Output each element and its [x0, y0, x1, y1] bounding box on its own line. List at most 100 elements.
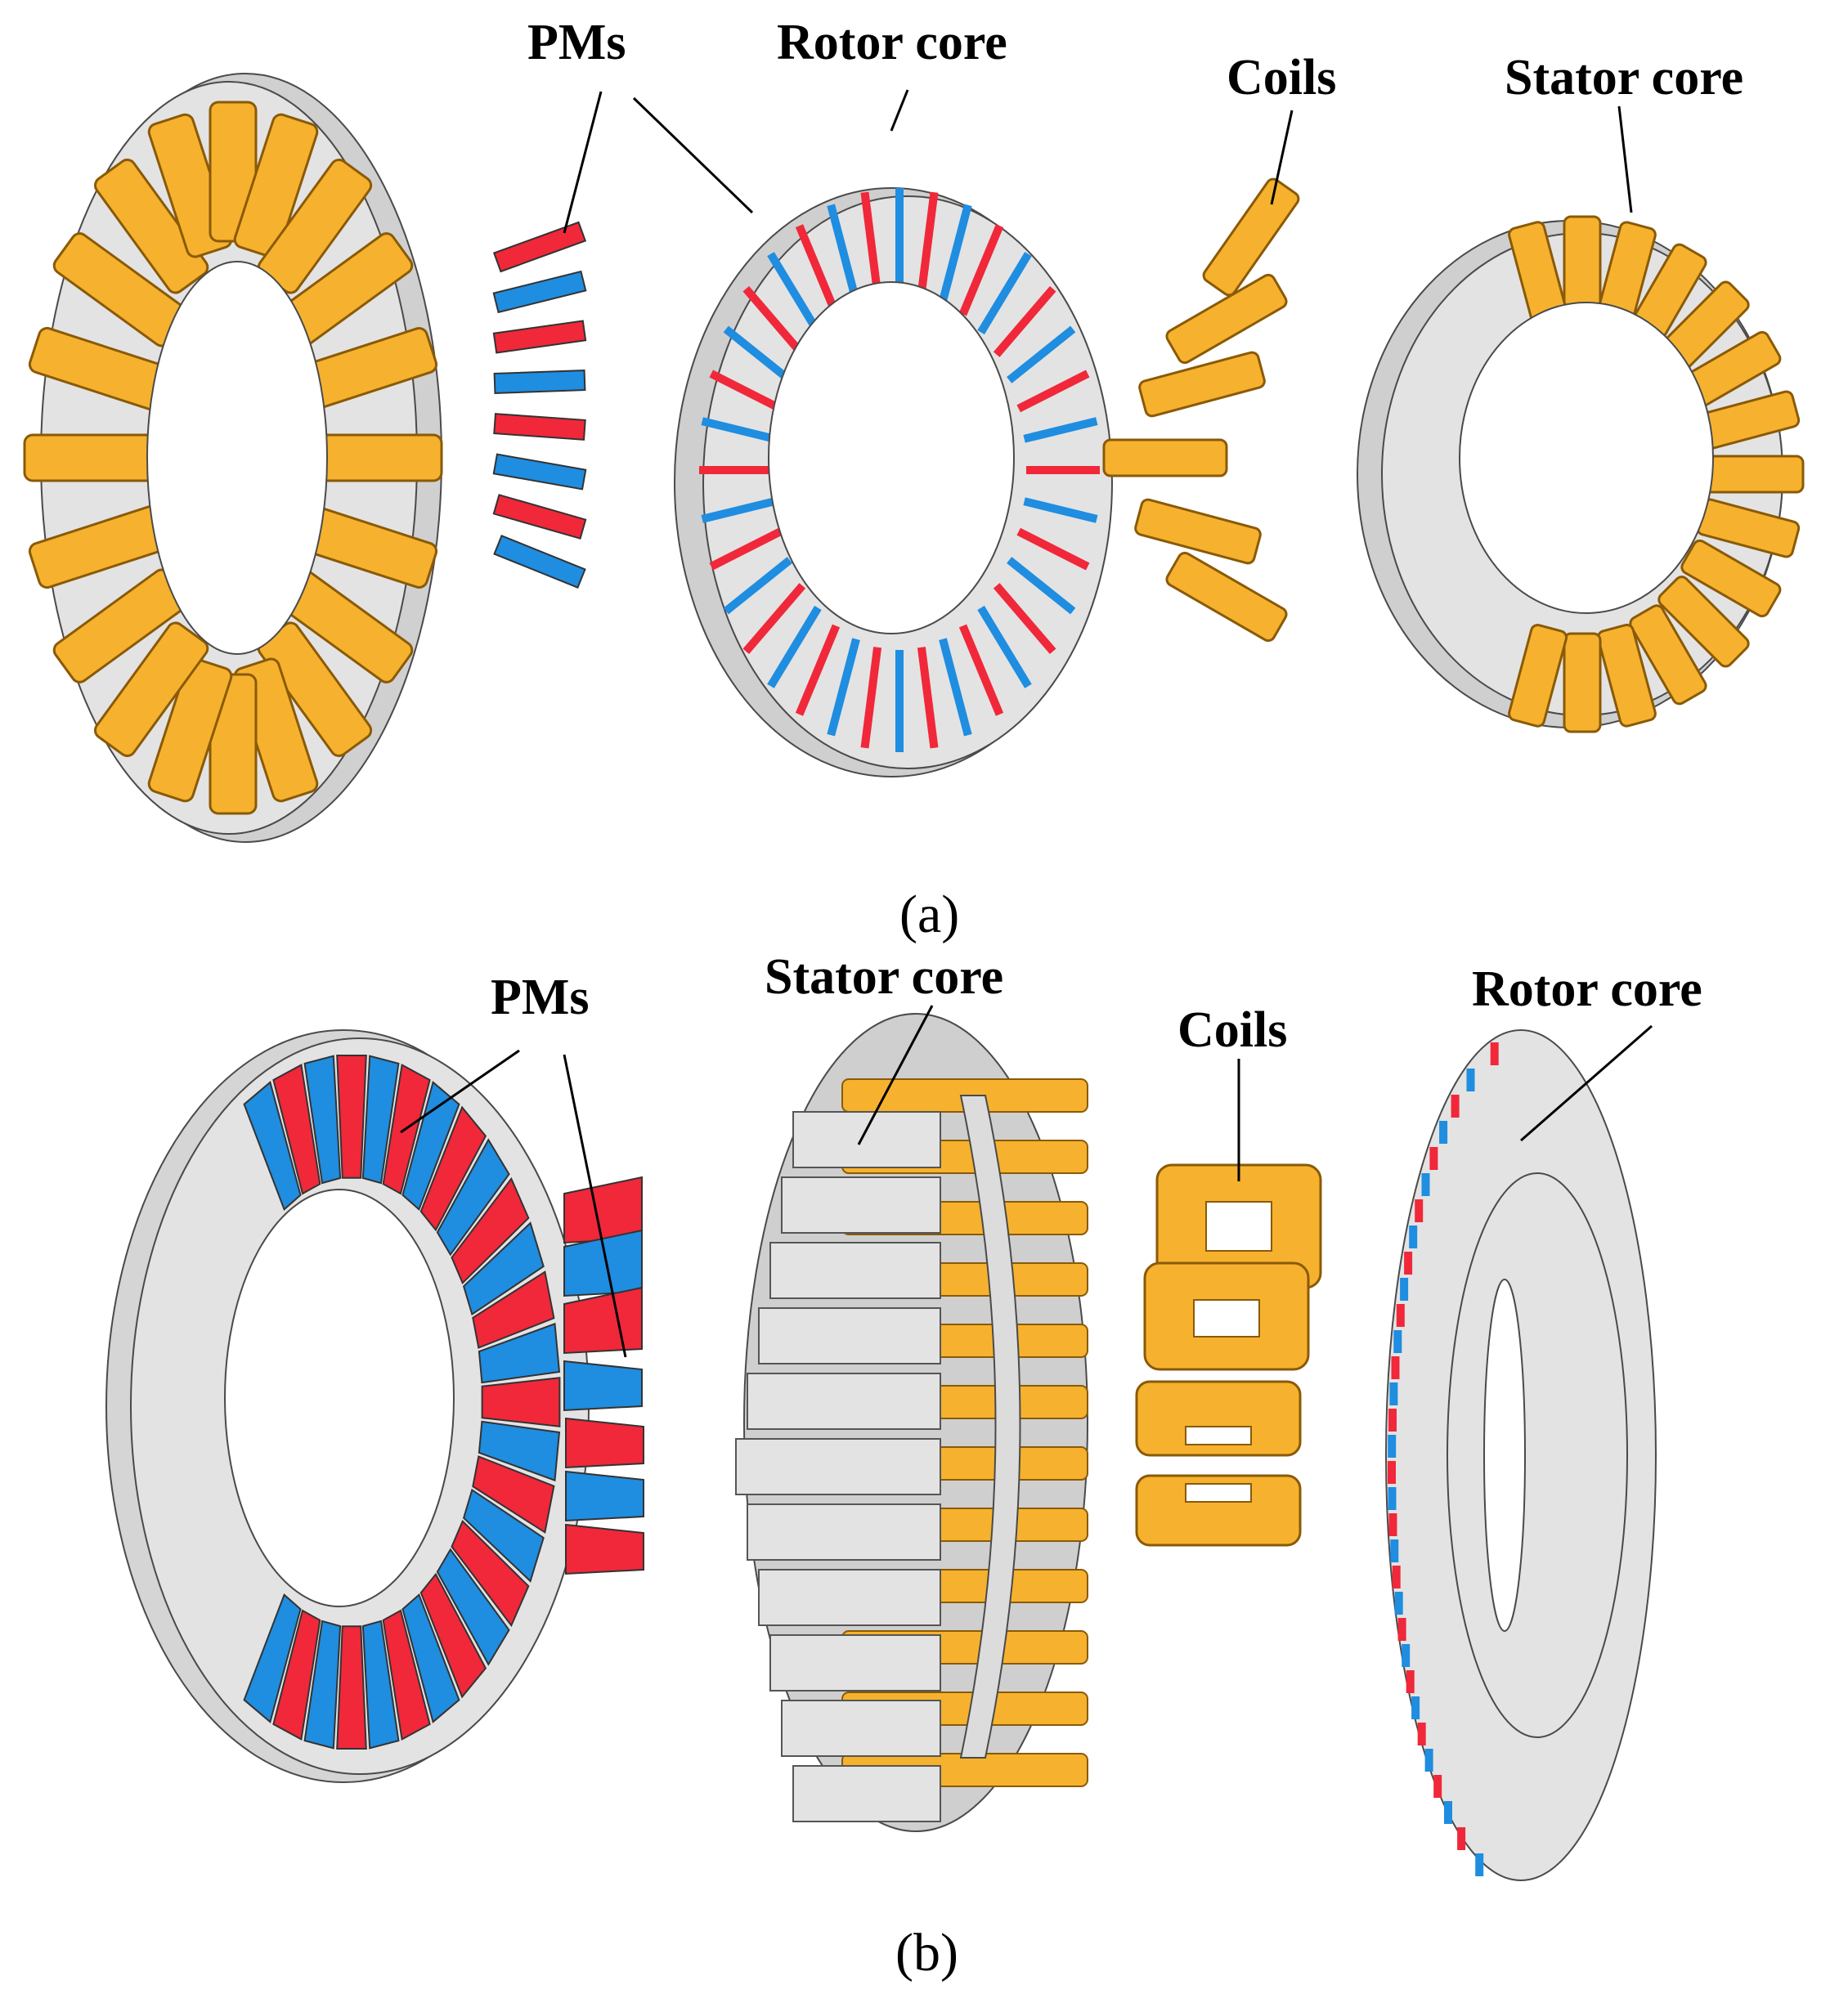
label-pms-b: PMs — [491, 970, 590, 1025]
rotor-edge-blue — [1400, 1278, 1409, 1301]
rotor-stripe-red — [1016, 527, 1090, 571]
disk-pm-blue — [436, 1548, 510, 1666]
rotor-stripe-red — [795, 224, 841, 316]
rotor-edge-blue — [1388, 1435, 1397, 1458]
stator-teeth — [735, 1111, 941, 1822]
disk-pm-blue — [361, 1620, 400, 1750]
label-coils-a: Coils — [1227, 50, 1336, 105]
rotor-disk-b — [105, 1029, 590, 1783]
rotor-edge-red — [1433, 1775, 1442, 1798]
disk-pm-blue — [243, 1593, 302, 1723]
pm-red — [492, 221, 587, 273]
rotor-edge-blue — [1439, 1121, 1448, 1144]
disk-pm-blue — [243, 1081, 302, 1212]
rotor-edge-red — [1388, 1461, 1396, 1484]
rotor-stripe-blue — [723, 557, 792, 615]
leader-rotor-core-a — [890, 89, 909, 132]
rotor-stripe-red — [860, 647, 882, 749]
rotor-stripe-red — [709, 527, 783, 571]
disk-pm-red — [451, 1519, 530, 1628]
stator-core-b — [735, 1013, 1088, 1832]
rotor-pm-stripes — [699, 188, 1100, 752]
rotor-edge-red — [1391, 1356, 1400, 1379]
panel-a: PMs Rotor core Coils Stator core (a) — [23, 15, 1805, 944]
pm-seg-blue — [563, 1360, 643, 1412]
disk-pm-red — [336, 1055, 367, 1179]
rotor-edge-blue — [1409, 1226, 1418, 1248]
rotor-edge-red — [1397, 1618, 1406, 1641]
disk-pm-blue — [303, 1620, 342, 1750]
rotor-stripe-blue — [977, 252, 1032, 335]
rotor-edge-blue — [1388, 1487, 1397, 1510]
rotor-stripe-blue — [1007, 557, 1076, 615]
coil-b-1-window — [1205, 1201, 1272, 1252]
pm-seg-blue — [565, 1470, 644, 1522]
rotor-edge-red — [1388, 1513, 1397, 1536]
disk-pm-red — [451, 1176, 530, 1285]
stator-coil-a — [1563, 632, 1602, 733]
coil-a — [1138, 351, 1266, 418]
leader-pms-b-1 — [400, 1049, 520, 1134]
disk-pm-blue — [478, 1420, 561, 1482]
rotor-edge-red — [1457, 1827, 1466, 1850]
disk-pm-blue — [478, 1322, 561, 1384]
coil-u — [94, 621, 209, 757]
rotor-edge-blue — [1390, 1539, 1399, 1562]
leader-coils-a — [1270, 110, 1294, 205]
leader-pms-rotor-a — [632, 96, 754, 214]
stator-tooth — [781, 1700, 941, 1757]
rotor-stripe-red — [709, 370, 783, 413]
rotor-edge-blue — [1421, 1173, 1430, 1196]
rotor-edge-blue — [1411, 1696, 1420, 1719]
rotor-stripe-red — [742, 583, 806, 655]
rotor-stripe-red — [993, 285, 1056, 357]
rotor-stripe-blue — [939, 204, 972, 302]
pm-blue — [493, 534, 586, 589]
rotor-edge-blue — [1393, 1330, 1402, 1353]
rotor-edge-red — [1404, 1252, 1413, 1275]
stator-tooth — [769, 1634, 941, 1692]
stator-coil-a — [1508, 623, 1568, 728]
coil-b-4-window — [1185, 1483, 1252, 1503]
stator-tooth — [735, 1438, 941, 1495]
rotor-stripe-blue — [939, 638, 972, 737]
rotor-edge-red — [1417, 1723, 1426, 1745]
coil-group — [23, 101, 443, 815]
disk-pm-red — [382, 1609, 431, 1741]
disk-pm-blue — [303, 1055, 342, 1185]
stator-coil-a — [1680, 539, 1782, 618]
stator-coil-a — [1563, 215, 1602, 316]
caption-a: (a) — [899, 885, 959, 944]
label-coils-b: Coils — [1177, 1002, 1287, 1058]
stator-tooth — [758, 1569, 941, 1626]
label-pms-a: PMs — [527, 15, 626, 70]
stator-tooth — [792, 1765, 941, 1822]
coil-b-4 — [1135, 1474, 1302, 1547]
rotor-stripe-blue — [1023, 417, 1098, 443]
rotor-core-a — [674, 187, 1113, 777]
stator-tooth — [747, 1503, 941, 1561]
rotor-edge-blue — [1394, 1592, 1403, 1615]
stator-tooth — [758, 1307, 941, 1364]
rotor-stripe-red — [860, 191, 882, 293]
rotor-edge-red — [1396, 1304, 1405, 1327]
coil-u — [23, 433, 165, 482]
rotor-stripe-blue — [701, 497, 776, 523]
pm-blue — [492, 270, 587, 314]
stator-b-inner-arc — [959, 1095, 1021, 1759]
rotor-stripe-blue — [767, 605, 822, 688]
coil-a — [1102, 438, 1228, 477]
stator-core-a — [1357, 215, 1805, 733]
stator-tooth — [781, 1176, 941, 1234]
rotor-edge-red — [1388, 1409, 1397, 1432]
rotor-edge-blue — [1402, 1644, 1411, 1667]
disk-pm-red — [272, 1609, 321, 1741]
caption-b: (b) — [895, 1923, 958, 1983]
label-stator-core-a: Stator core — [1505, 50, 1743, 105]
rotor-stripe-blue — [977, 605, 1032, 688]
rotor-edge-red — [1490, 1042, 1499, 1065]
coil-b-3 — [1135, 1380, 1302, 1457]
leader-stator-core-b — [857, 1005, 934, 1145]
rotor-edge-red — [1429, 1147, 1438, 1170]
rotor-b-pm-edge — [1388, 1042, 1499, 1876]
